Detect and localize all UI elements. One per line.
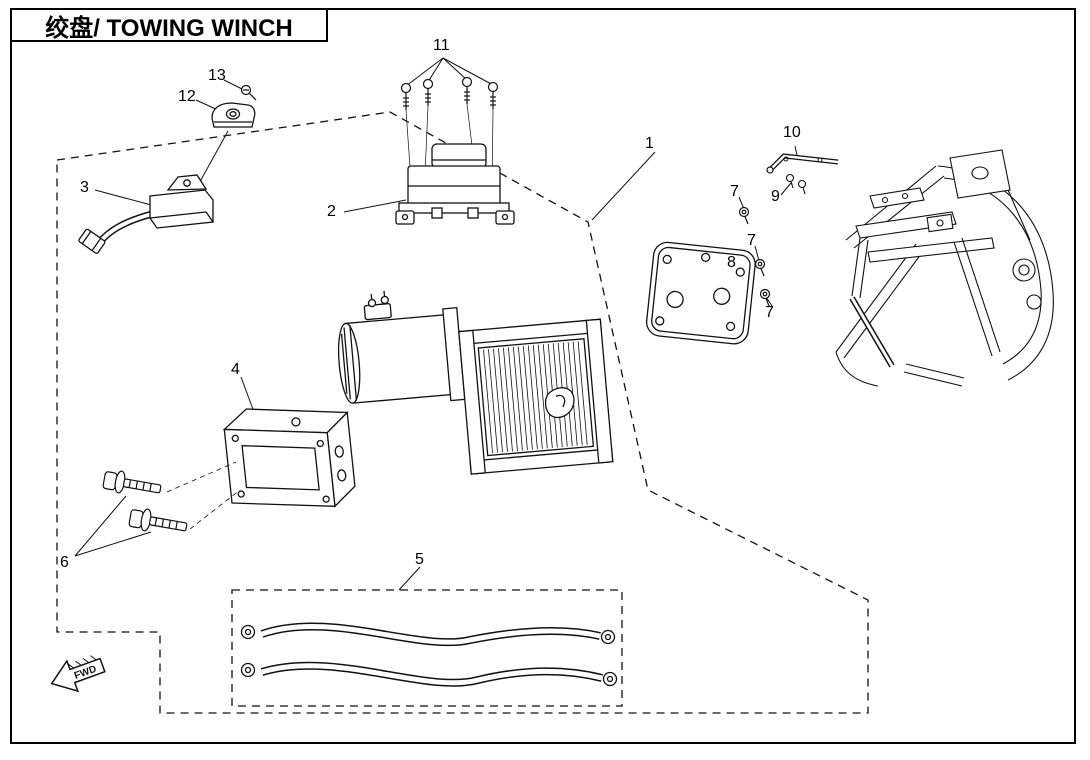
- vehicle-frame-art: [835, 149, 1054, 387]
- cable-strap: [544, 387, 575, 419]
- part-8-plate: [645, 241, 756, 345]
- part-7-screws: [738, 206, 771, 307]
- part-3-switch: [78, 174, 214, 254]
- screw-icon: [759, 288, 771, 307]
- screw-icon: [738, 206, 750, 225]
- bolt-icon: [422, 78, 434, 106]
- bolt6-alignment-lines: [166, 461, 241, 530]
- screw-icon: [754, 258, 766, 277]
- part-2-contactor: [395, 143, 515, 225]
- part-10-bracket: [766, 153, 839, 174]
- page-border: [10, 8, 1076, 744]
- drum-cable-wraps: [483, 341, 588, 454]
- bolt-icon: [487, 81, 499, 109]
- fwd-arrow: FWD: [50, 655, 106, 693]
- cables-box-dashed: [231, 589, 623, 707]
- title-box: 绞盘/ TOWING WINCH: [10, 8, 328, 42]
- winch-assembly: [337, 290, 614, 475]
- bolt-icon: [400, 82, 412, 110]
- cable-terminals: [240, 624, 618, 687]
- bolt-icon: [461, 76, 473, 104]
- part-11-bolts: [400, 76, 499, 110]
- part-5-cables: [240, 622, 618, 687]
- part-13-screw: [240, 84, 257, 101]
- flange-bolt-icon: [128, 508, 188, 532]
- part-12-bracket: [211, 102, 256, 128]
- part-4-bracket: [222, 408, 356, 508]
- part-6-bolts: [102, 470, 188, 532]
- page-title: 绞盘/ TOWING WINCH: [45, 14, 293, 42]
- flange-bolt-icon: [102, 470, 162, 494]
- part-9-screws: [785, 173, 807, 195]
